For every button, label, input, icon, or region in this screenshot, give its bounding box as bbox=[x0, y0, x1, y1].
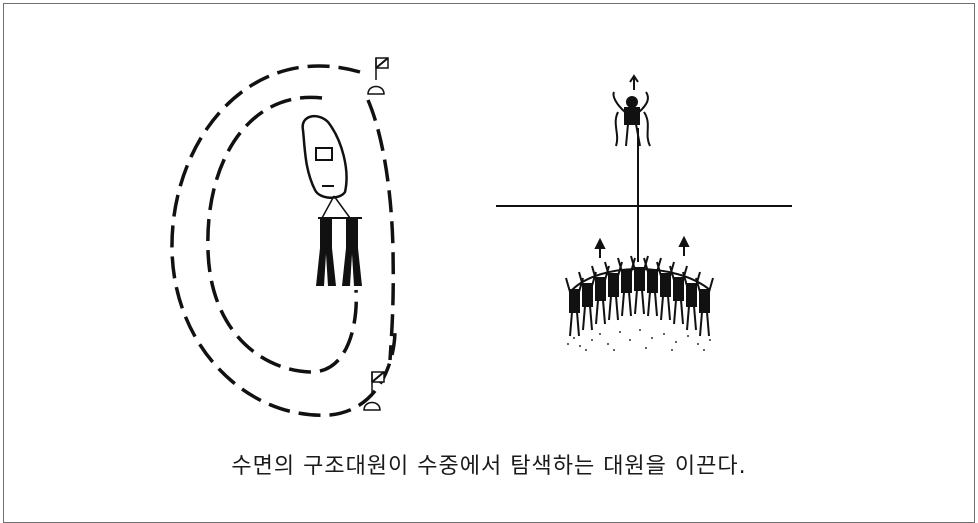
circular-search-pattern bbox=[170, 64, 397, 417]
underwater-line-search-illustration bbox=[496, 74, 792, 351]
dive-flag-buoy-icon bbox=[363, 371, 385, 411]
underwater-diver-line bbox=[565, 255, 714, 337]
diver-icon bbox=[612, 74, 651, 147]
silt-texture bbox=[567, 329, 711, 351]
document-frame bbox=[3, 3, 975, 523]
boat-icon bbox=[301, 114, 351, 219]
search-pattern-illustration bbox=[170, 57, 792, 417]
figure-caption: 수면의 구조대원이 수중에서 탐색하는 대원을 이끈다. bbox=[231, 454, 747, 479]
dive-flag-buoy-icon bbox=[367, 57, 389, 95]
diver-icon bbox=[316, 217, 362, 286]
